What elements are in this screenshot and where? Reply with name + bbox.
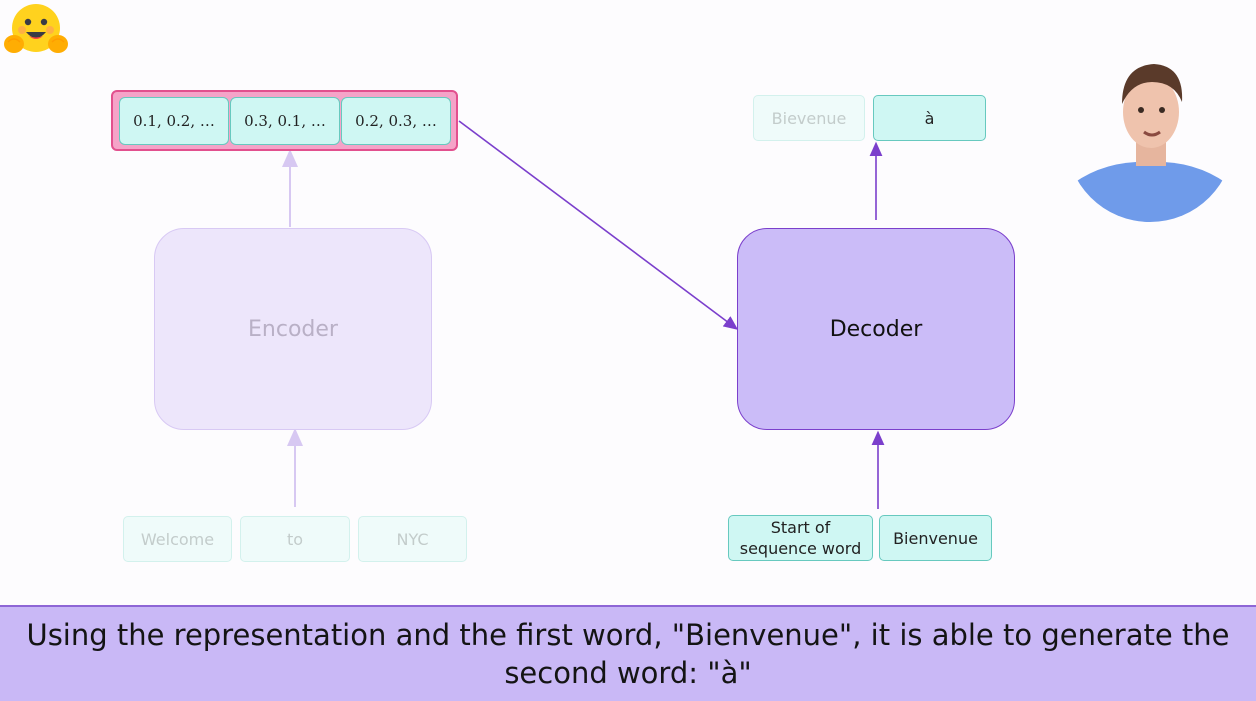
arrow-embedding-to-decoder xyxy=(458,120,739,330)
caption-text: Using the representation and the first w… xyxy=(26,618,1230,690)
hugging-face-logo-icon xyxy=(2,0,70,62)
subtitle-caption: Using the representation and the first w… xyxy=(0,605,1256,701)
embedding-vector: 0.2, 0.3, … xyxy=(341,97,451,145)
encoder-input-token: to xyxy=(240,516,350,562)
embedding-vector: 0.1, 0.2, … xyxy=(119,97,229,145)
encoder-label: Encoder xyxy=(248,316,338,342)
encoder-input-token: NYC xyxy=(358,516,467,562)
previous-output-token: Bievenue xyxy=(753,95,865,141)
decoder-block: Decoder xyxy=(737,228,1015,430)
presenter-webcam xyxy=(1066,54,1234,228)
encoder-block: Encoder xyxy=(154,228,432,430)
embedding-vector: 0.3, 0.1, … xyxy=(230,97,340,145)
current-output-token: à xyxy=(873,95,986,141)
encoder-input-token: Welcome xyxy=(123,516,232,562)
start-of-sequence-token: Start of sequence word xyxy=(728,515,873,561)
encoder-representation: 0.1, 0.2, … 0.3, 0.1, … 0.2, 0.3, … xyxy=(111,90,458,151)
decoder-label: Decoder xyxy=(829,316,923,342)
decoder-input-token: Bienvenue xyxy=(879,515,992,561)
